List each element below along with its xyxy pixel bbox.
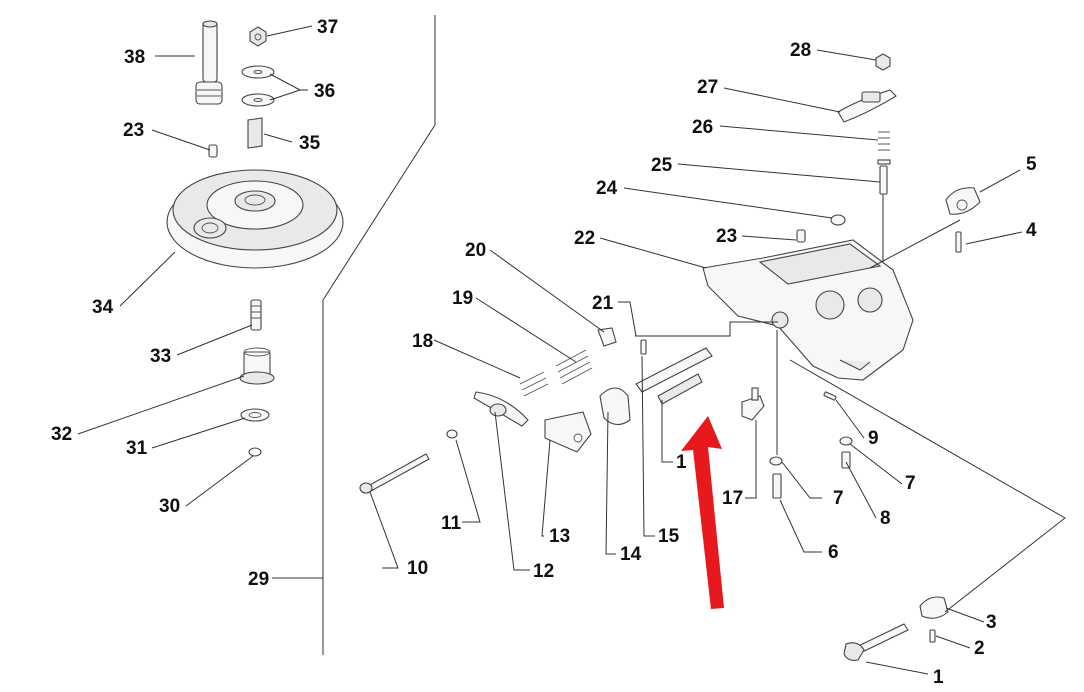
part-32-bushing — [239, 347, 275, 385]
part-24-plug — [830, 214, 846, 226]
label-part-32: 32 — [51, 424, 72, 445]
part-10-bolt — [359, 453, 430, 494]
part-20-clip — [597, 327, 617, 347]
label-part-34: 34 — [92, 297, 114, 318]
label-part-38: 38 — [124, 47, 145, 68]
label-part-31: 31 — [126, 438, 148, 459]
label-part-13: 13 — [549, 526, 570, 547]
label-part-36: 36 — [314, 81, 335, 102]
part-27-bracket — [837, 89, 897, 123]
label-part-24: 24 — [596, 178, 618, 199]
part-21-pin — [640, 339, 647, 355]
label-part-37: 37 — [317, 17, 338, 38]
label-part-3: 3 — [986, 612, 997, 633]
label-part-5: 5 — [1026, 154, 1037, 175]
part-8-screw — [841, 451, 851, 469]
label-part-6: 6 — [828, 542, 839, 563]
label-part-23-left: 23 — [123, 120, 144, 141]
label-part-10: 10 — [407, 558, 428, 579]
part-7-washers — [769, 436, 853, 466]
label-part-8: 8 — [880, 508, 891, 529]
part-5-bracket — [945, 187, 981, 215]
label-part-12: 12 — [533, 561, 554, 582]
part-35-key — [247, 117, 263, 149]
part-31-washer — [240, 408, 270, 422]
part-3-bracket — [919, 596, 949, 619]
label-part-1-partial: 1 — [676, 452, 687, 473]
part-23-fitting-left — [208, 144, 218, 158]
red-callout-arrow — [681, 416, 724, 609]
label-part-23-right: 23 — [716, 226, 737, 247]
part-36-washers — [241, 65, 275, 107]
part-12-knob — [473, 391, 529, 427]
label-part-7-a: 7 — [833, 488, 844, 509]
label-part-11: 11 — [441, 513, 462, 534]
label-part-29: 29 — [248, 569, 269, 590]
label-part-19: 19 — [452, 288, 473, 309]
part-34-pulley — [166, 169, 344, 269]
part-33-stud — [250, 299, 262, 331]
panel-divider — [322, 15, 436, 655]
label-part-4: 4 — [1026, 220, 1037, 241]
label-part-25: 25 — [651, 155, 673, 176]
label-part-21: 21 — [592, 293, 614, 314]
part-13-lever — [544, 411, 592, 453]
label-part-20: 20 — [465, 240, 486, 261]
part-2-pin — [929, 629, 936, 643]
label-part-17: 17 — [722, 488, 743, 509]
label-part-7-b: 7 — [905, 473, 916, 494]
part-22-housing — [702, 239, 914, 381]
part-4-pin — [955, 231, 962, 253]
group-brackets — [635, 219, 1066, 613]
label-part-9: 9 — [868, 428, 879, 449]
label-part-2: 2 — [974, 638, 985, 659]
leader-lines — [77, 25, 1023, 675]
label-part-35: 35 — [299, 133, 321, 154]
part-9-pin — [823, 391, 837, 401]
part-11-washer — [446, 429, 458, 439]
part-26-spring — [877, 131, 891, 165]
label-part-28: 28 — [790, 40, 811, 61]
part-15-shaft — [635, 347, 713, 405]
part-37-nut — [249, 26, 267, 47]
part-6-screw — [772, 330, 782, 499]
label-part-1: 1 — [933, 667, 944, 688]
label-part-18: 18 — [412, 331, 433, 352]
label-part-30: 30 — [159, 496, 180, 517]
part-18-spring — [519, 371, 549, 397]
label-part-26: 26 — [692, 117, 713, 138]
part-23-fitting-right — [796, 229, 806, 243]
label-part-14: 14 — [620, 544, 642, 565]
part-30-washer-small — [248, 447, 262, 457]
part-labels: 1 2 3 4 5 6 7 7 8 9 10 11 12 13 14 15 1 … — [51, 17, 1037, 688]
label-part-22: 22 — [574, 228, 595, 249]
part-19-spring — [555, 349, 593, 385]
part-17-arm — [741, 387, 765, 421]
part-28-nut — [875, 53, 891, 71]
part-14-cam — [599, 387, 631, 426]
part-38-spindle — [195, 20, 223, 105]
label-part-33: 33 — [150, 346, 171, 367]
label-part-15: 15 — [658, 526, 680, 547]
part-1-shaft — [843, 623, 909, 661]
label-part-27: 27 — [697, 77, 718, 98]
